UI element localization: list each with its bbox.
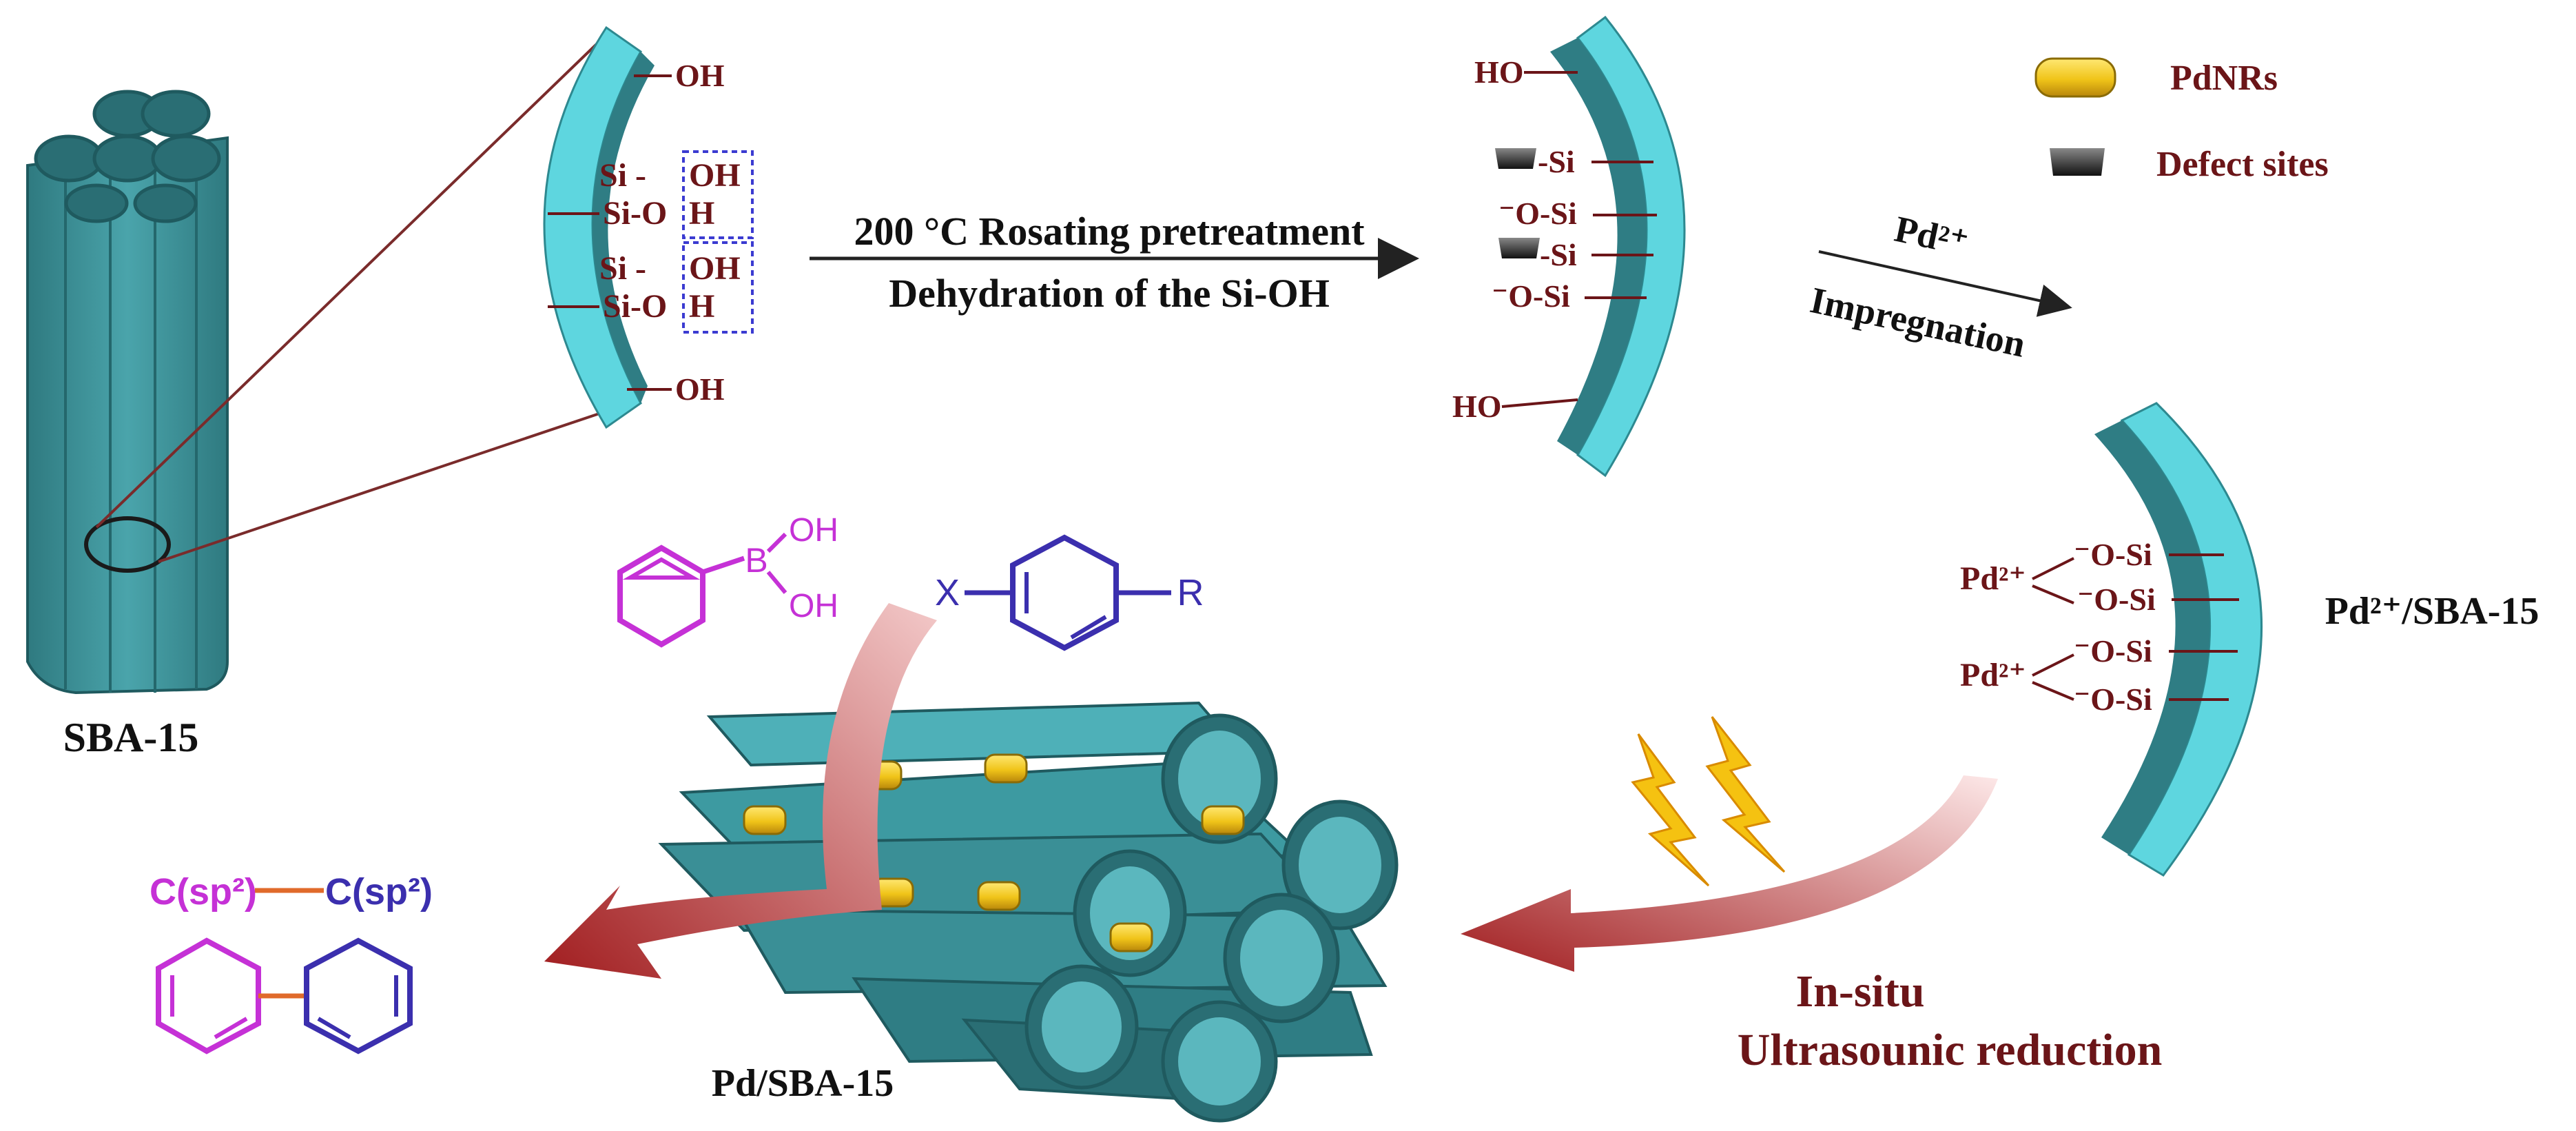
wall3-osi-4: ⁻O-Si [2074,682,2152,717]
pd2-sba15-label: Pd²⁺/SBA-15 [2325,590,2539,633]
zoom-line-top [95,40,601,529]
wall1-top-oh: OH [675,58,725,93]
zoom-line-bottom [158,412,600,563]
wall1-si-dash-1: Si - [599,157,646,194]
wall3-labels: Pd²⁺ ⁻O-Si ⁻O-Si Pd²⁺ ⁻O-Si ⁻O-Si [1960,537,2239,717]
pore-wall-2 [1550,15,1686,478]
biphenyl-product [156,888,413,1054]
wall1-h-box-1: H [689,195,714,232]
legend: PdNRs Defect sites [2034,57,2329,184]
boronic-oh-2: OH [789,588,838,624]
sba15-label: SBA-15 [63,715,199,760]
wall3-osi-2: ⁻O-Si [2077,582,2156,617]
pd-nanorod [1201,805,1245,835]
wall2-labels: HO -Si ⁻O-Si -Si ⁻O-Si HO [1452,54,1657,424]
wall1-labels: OH Si - Si-O Si - Si-O OH H OH H OH [548,58,754,407]
step2-ion: Pd²⁺ [1891,208,1972,264]
pd-nanorod [1109,922,1153,952]
wall2-top-ho: HO [1474,54,1524,90]
lightning-bolt-2-icon [1705,716,1786,873]
wall3-osi-3: ⁻O-Si [2074,633,2152,669]
step2-arrow [1818,250,2072,317]
ultrasound-lightning-icons [1631,716,1786,887]
legend-pdnr-icon [2034,57,2116,98]
wall2-si-2: -Si [1540,237,1577,272]
pore-wall-1 [543,26,655,429]
aryl-halide [965,534,1171,651]
pd-nanorod [977,881,1021,911]
wall3-pd-1: Pd²⁺ [1960,560,2026,597]
wall1-bottom-oh: OH [675,371,725,407]
legend-pdnrs-label: PdNRs [2170,59,2278,98]
pd-nanorod [743,805,787,835]
step3-line2: Ultrasounic reduction [1738,1025,2163,1075]
halide-x: X [935,572,960,613]
wall2-si-1: -Si [1538,144,1575,179]
step3-arrow [1461,775,1998,972]
product-right-csp2: C(sp²) [325,871,433,913]
wall2-osi-1: ⁻O-Si [1498,196,1577,231]
wall1-h-box-2: H [689,288,714,325]
legend-defect-icon [2050,148,2105,176]
catalytic-curved-arrow [544,603,937,979]
wall3-pd-2: Pd²⁺ [1960,657,2026,693]
boronic-oh-1: OH [789,512,838,549]
halide-r: R [1177,572,1204,613]
wall2-osi-2: ⁻O-Si [1492,278,1570,314]
step1-line2: Dehydration of the Si-OH [889,271,1330,316]
pd-nanorod [984,753,1028,784]
boronic-b: B [745,541,767,580]
sba15-bundle [26,90,229,695]
legend-defect-label: Defect sites [2156,145,2329,184]
defect-site-1 [1495,148,1536,169]
wall1-oh-box-1: OH [689,157,741,194]
wall1-sio-2: Si-O [603,288,667,325]
wall1-sio-1: Si-O [603,195,667,232]
step3-line1: In-situ [1795,966,1924,1017]
wall1-box-1 [682,150,754,239]
wall2-bottom-ho: HO [1452,389,1502,424]
wall1-oh-box-2: OH [689,250,741,287]
wall1-box-2 [682,241,754,334]
defect-site-2 [1498,238,1540,258]
product-left-csp2: C(sp²) [150,871,257,913]
lightning-bolt-1-icon [1631,733,1710,887]
pd-sba15-label: Pd/SBA-15 [712,1062,894,1105]
wall1-si-dash-2: Si - [599,250,646,287]
pore-highlight-circle [84,516,171,573]
wall3-osi-1: ⁻O-Si [2074,537,2152,572]
step1-line1: 200 °C Rosating pretreatment [854,209,1365,254]
phenylboronic-acid [617,532,787,648]
